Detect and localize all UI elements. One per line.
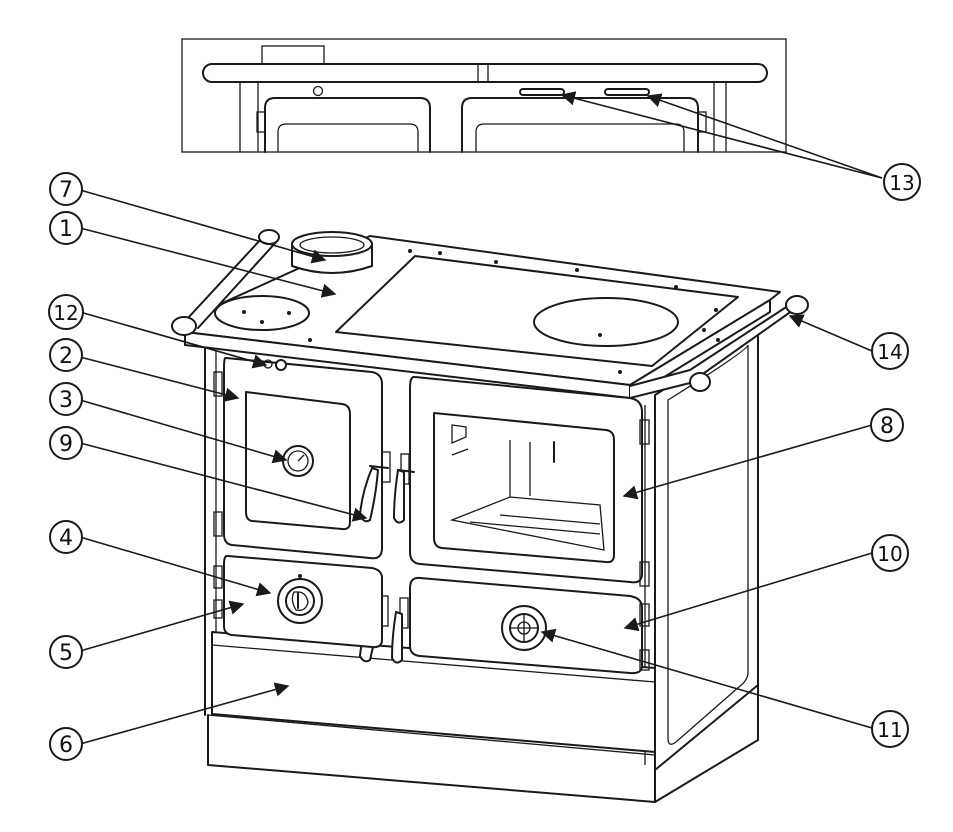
callout-11: 11: [871, 710, 909, 748]
callout-1: 1: [49, 211, 83, 245]
svg-text:11: 11: [877, 718, 902, 742]
svg-text:1: 1: [59, 217, 73, 242]
top-lid: [214, 295, 310, 331]
callout-4: 4: [49, 520, 83, 554]
cooking-top: [171, 229, 809, 399]
callout-12: 12: [48, 294, 84, 330]
callout-3: 3: [49, 382, 83, 416]
ash-pan-door: [213, 554, 383, 649]
svg-text:14: 14: [877, 340, 902, 364]
svg-text:10: 10: [877, 542, 902, 566]
svg-text:4: 4: [59, 526, 73, 551]
firebox-door: [213, 356, 383, 560]
callout-13: 13: [883, 163, 921, 201]
callout-7: 7: [49, 172, 83, 206]
callout-6: 6: [49, 727, 83, 761]
callout-8: 8: [870, 408, 904, 442]
leader-lines: [79, 91, 883, 745]
inset-detail-view: [181, 38, 787, 153]
svg-text:13: 13: [889, 171, 914, 195]
callout-circles: 1 2 3 4 5 6 7 8: [48, 163, 921, 761]
air-regulator-knob: [277, 578, 323, 624]
svg-text:8: 8: [880, 414, 894, 439]
svg-text:3: 3: [59, 388, 73, 413]
oven-door: [409, 375, 650, 587]
callout-2: 2: [49, 338, 83, 372]
air-lever-left: [519, 88, 565, 96]
svg-text:12: 12: [53, 301, 78, 325]
hob-ring: [533, 297, 679, 347]
svg-text:9: 9: [59, 432, 73, 457]
svg-text:7: 7: [59, 178, 73, 203]
svg-text:6: 6: [59, 733, 73, 758]
callout-14: 14: [871, 332, 909, 370]
air-lever-right: [604, 88, 650, 96]
callout-10: 10: [871, 534, 909, 572]
svg-text:5: 5: [59, 641, 73, 666]
callout-5: 5: [49, 635, 83, 669]
svg-text:2: 2: [59, 344, 73, 369]
lower-oven-door: [409, 576, 650, 675]
callout-9: 9: [49, 426, 83, 460]
